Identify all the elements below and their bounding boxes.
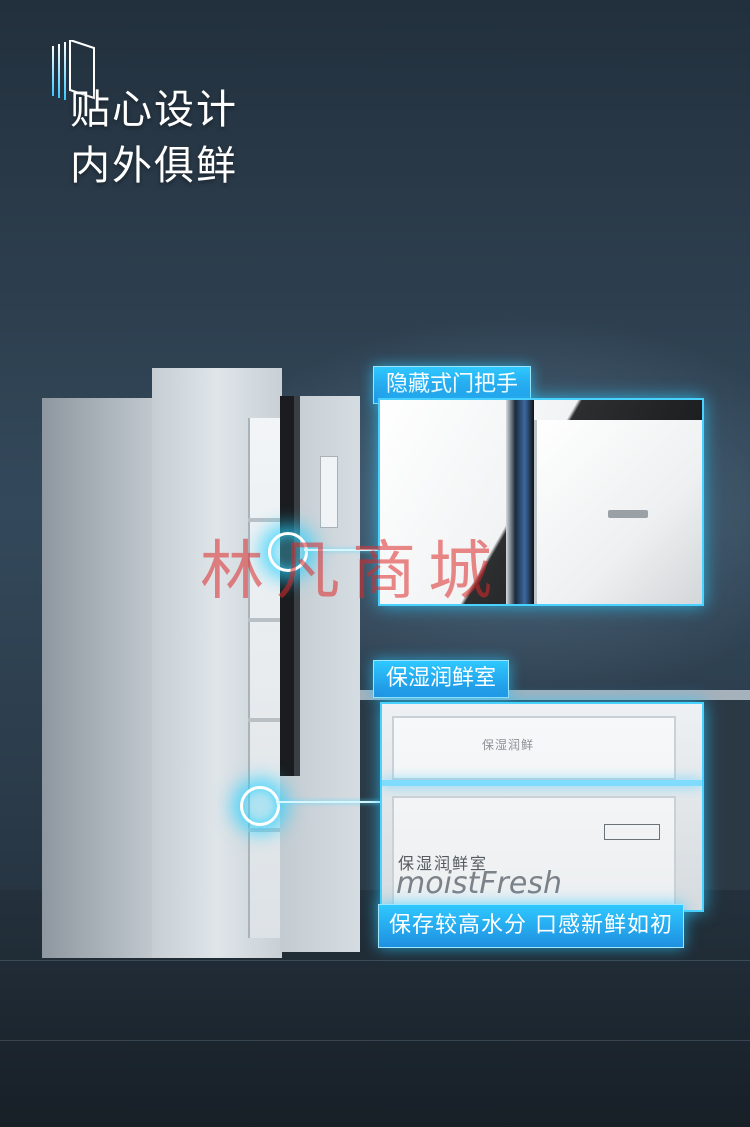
drawer-light-strip xyxy=(382,780,702,786)
handle-closeup-photo xyxy=(378,398,704,606)
drawer-connector-line xyxy=(276,801,380,803)
handle-connector-line xyxy=(304,549,378,551)
upper-drawer xyxy=(392,716,676,780)
handle-hotspot[interactable] xyxy=(268,532,308,572)
fridge-side xyxy=(42,398,160,958)
headline-line-2: 内外俱鲜 xyxy=(70,143,238,189)
headline-line-1: 贴心设计 xyxy=(70,87,238,133)
drawer-print-en: moistFresh xyxy=(396,866,562,901)
feature-label-drawer: 保湿润鲜室 xyxy=(373,660,510,698)
floor-line xyxy=(0,960,750,961)
hidden-handle xyxy=(280,396,294,776)
fridge-illustration xyxy=(42,368,362,958)
caption-banner: 保存较高水分 口感新鲜如初 xyxy=(378,904,684,948)
floor-line xyxy=(0,1040,750,1041)
upper-drawer-print: 保湿润鲜 xyxy=(482,738,535,752)
drawer-closeup-photo: 保湿润鲜 保湿润鲜室 moistFresh xyxy=(380,702,704,912)
control-panel xyxy=(320,456,338,528)
drawer-hotspot[interactable] xyxy=(240,786,280,826)
drawer-print-cn: 保湿润鲜室 xyxy=(398,854,489,873)
watermark: 林凡商城 xyxy=(200,535,504,609)
brand-plate xyxy=(608,510,648,518)
handle-gap xyxy=(506,400,534,604)
drawer-icons xyxy=(604,824,660,840)
feature-label-handle: 隐藏式门把手 xyxy=(373,366,532,404)
hidden-handle-edge xyxy=(294,396,300,776)
lower-drawer xyxy=(392,796,676,910)
door-logo-icon xyxy=(52,40,95,100)
